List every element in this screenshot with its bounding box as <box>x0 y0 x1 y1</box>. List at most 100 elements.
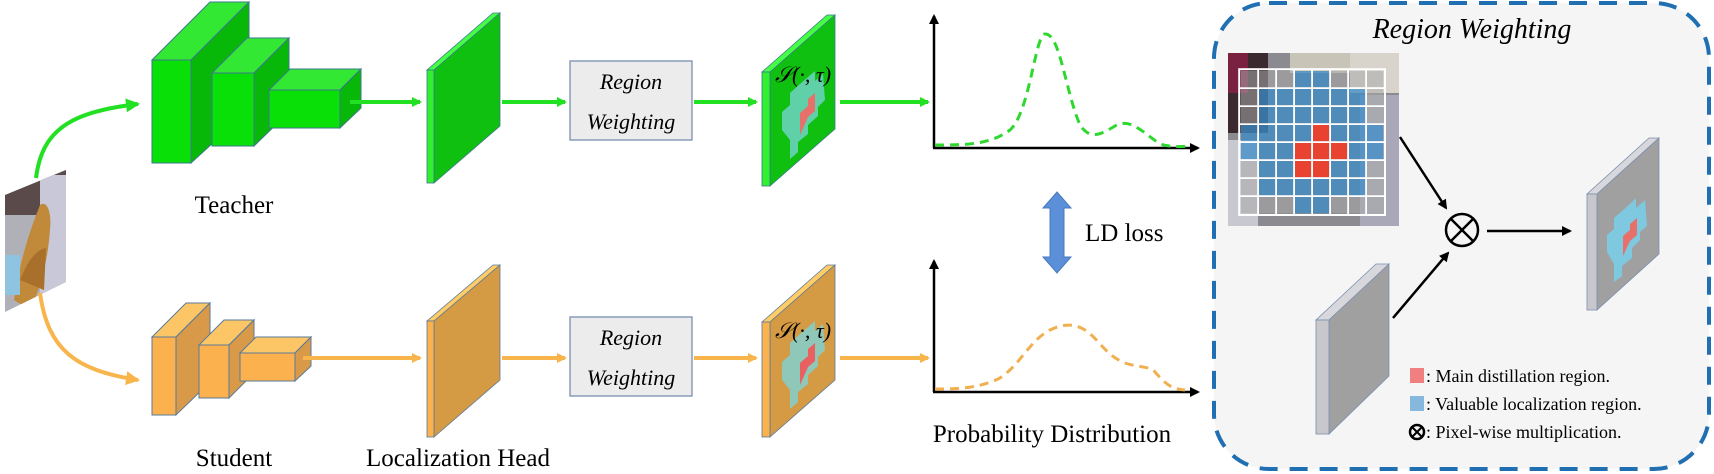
input-image <box>5 170 66 312</box>
grid-cell <box>1295 143 1312 160</box>
grid-cell <box>1277 143 1294 160</box>
student-backbone <box>150 301 313 417</box>
rw-box-teacher-line1: Region <box>599 69 662 94</box>
weighted-grid-image <box>1228 53 1399 226</box>
grid-cell <box>1295 125 1312 142</box>
student-label: Student <box>196 445 272 472</box>
grid-cell <box>1313 89 1330 106</box>
featuremap-to-multiply-arrow <box>1392 251 1450 319</box>
grid-cell <box>1313 179 1330 196</box>
grid-cell <box>1367 143 1384 160</box>
region-weighting-box-student: Region Weighting <box>569 316 693 397</box>
grid-cell <box>1277 107 1294 124</box>
grid-cell <box>1313 71 1330 88</box>
ld-loss-arrow <box>1041 191 1073 274</box>
grid-cell <box>1259 107 1276 124</box>
grid-cell <box>1241 125 1258 142</box>
grid-cell <box>1241 107 1258 124</box>
grid-cell <box>1295 179 1312 196</box>
grid-cell <box>1259 197 1276 214</box>
grid-cell <box>1349 161 1366 178</box>
grid-cell <box>1349 107 1366 124</box>
grid-cell <box>1367 71 1384 88</box>
grid-cell <box>1277 161 1294 178</box>
grid-cell <box>1295 197 1312 214</box>
localization-head-label: Localization Head <box>366 445 550 472</box>
teacher-weighted-feature-map <box>760 14 837 187</box>
grid-cell <box>1331 179 1348 196</box>
valuable-region-swatch <box>1410 396 1424 411</box>
grid-cell <box>1259 179 1276 196</box>
student-weighted-feature-map <box>760 264 837 438</box>
softmax-student-label: 𝒮(·, τ) <box>775 318 831 343</box>
grid-cell <box>1295 89 1312 106</box>
grid-cell <box>1277 179 1294 196</box>
student-input-arrow <box>38 292 140 386</box>
region-weighting-panel: Region Weighting <box>1212 1 1711 471</box>
pixel-wise-multiplication-icon <box>1444 212 1480 248</box>
grid-cell <box>1349 71 1366 88</box>
student-distribution-plot <box>929 259 1200 397</box>
grid-cell <box>1331 107 1348 124</box>
grid-cell <box>1367 179 1384 196</box>
grid-cell <box>1331 89 1348 106</box>
grid-cell <box>1367 107 1384 124</box>
grid-cell <box>1241 197 1258 214</box>
grid-cell <box>1259 71 1276 88</box>
grid-cell <box>1331 71 1348 88</box>
teacher-input-arrow <box>34 98 140 179</box>
grid-cell <box>1367 161 1384 178</box>
grid-cell <box>1241 143 1258 160</box>
grid-cell <box>1349 179 1366 196</box>
grid-cell <box>1295 107 1312 124</box>
rw-box-teacher-line2: Weighting <box>587 109 675 134</box>
grid-cell <box>1313 125 1330 142</box>
rw-box-student-line1: Region <box>599 325 662 350</box>
grid-cell <box>1331 125 1348 142</box>
main-region-swatch <box>1410 368 1424 383</box>
grid-cell <box>1349 125 1366 142</box>
grid-cell <box>1241 161 1258 178</box>
grid-cell <box>1367 197 1384 214</box>
grid-cell <box>1349 143 1366 160</box>
grid-cell <box>1331 143 1348 160</box>
teacher-distribution-curve <box>934 32 1191 149</box>
grid-cells <box>1238 68 1386 216</box>
grid-cell <box>1277 197 1294 214</box>
student-distribution-curve <box>934 323 1186 392</box>
grid-cell <box>1349 89 1366 106</box>
ld-loss-label: LD loss <box>1085 220 1163 247</box>
teacher-distribution-plot <box>929 14 1200 153</box>
grid-cell <box>1241 71 1258 88</box>
grid-cell <box>1313 143 1330 160</box>
legend: : Main distillation region. : Valuable l… <box>1408 366 1642 442</box>
grid-cell <box>1295 161 1312 178</box>
legend-valuable-region: : Valuable localization region. <box>1426 394 1642 414</box>
grid-cell <box>1241 179 1258 196</box>
grid-cell <box>1349 197 1366 214</box>
teacher-head-feature-map <box>425 12 502 184</box>
image-to-multiply-arrow <box>1398 136 1448 210</box>
grid-cell <box>1259 161 1276 178</box>
grid-cell <box>1295 71 1312 88</box>
region-weighting-box-teacher: Region Weighting <box>569 60 693 141</box>
student-head-feature-map <box>425 264 502 438</box>
grid-cell <box>1277 71 1294 88</box>
region-weighting-panel-title: Region Weighting <box>1372 14 1572 45</box>
teacher-backbone <box>150 0 363 165</box>
probability-distribution-label: Probability Distribution <box>933 421 1172 448</box>
grid-cell <box>1259 89 1276 106</box>
rw-box-student-line2: Weighting <box>587 365 675 390</box>
softmax-teacher-label: 𝒮(·, τ) <box>775 62 831 87</box>
grid-cell <box>1241 89 1258 106</box>
grid-cell <box>1313 161 1330 178</box>
grid-cell <box>1259 143 1276 160</box>
grid-cell <box>1313 197 1330 214</box>
otimes-legend-icon <box>1408 423 1426 441</box>
grid-cell <box>1331 197 1348 214</box>
grid-cell <box>1367 125 1384 142</box>
grid-cell <box>1259 125 1276 142</box>
gray-feature-map <box>1314 263 1391 435</box>
grid-cell <box>1367 89 1384 106</box>
